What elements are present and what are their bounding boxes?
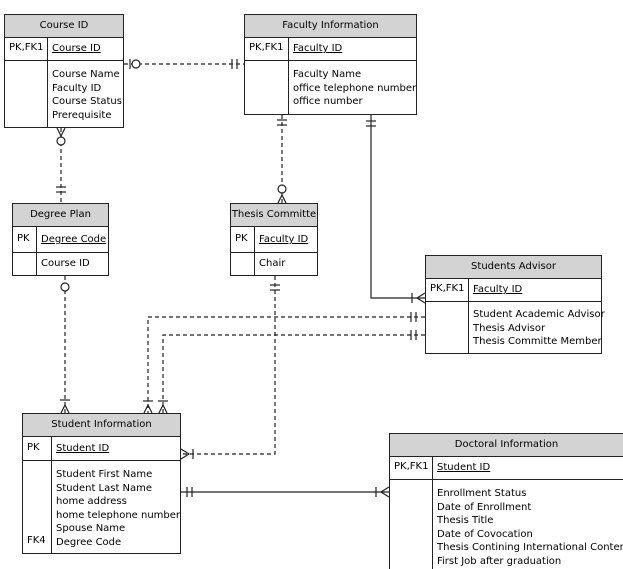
pk-row: PK Degree Code — [13, 227, 108, 253]
rel-advisor-student-2 — [162, 334, 425, 413]
entity-doctoral-information[interactable]: Doctoral Information PK,FK1 Student ID E… — [389, 433, 623, 569]
pk-row: PK,FK1 Student ID — [390, 457, 623, 480]
entity-title: Students Advisor — [426, 256, 601, 279]
attributes-row: Course Name Faculty ID Course Status Pre… — [5, 61, 123, 128]
entity-title: Thesis Committe — [231, 204, 317, 227]
pk-field: Student ID — [56, 443, 110, 454]
attribute: Prerequisite — [52, 109, 112, 121]
pk-field: Faculty ID — [473, 284, 523, 295]
key-label: PK,FK1 — [430, 283, 465, 294]
entity-title: Doctoral Information — [390, 434, 623, 457]
rel-thesis-student — [181, 276, 276, 455]
attribute: Student Academic Advisor — [473, 309, 605, 320]
attribute: home address — [56, 496, 127, 507]
pk-field: Student ID — [437, 462, 491, 473]
entity-faculty[interactable]: Faculty Information PK,FK1 Faculty ID Fa… — [244, 14, 417, 115]
attribute: Course Name — [52, 69, 120, 80]
attribute: home telephone number — [56, 509, 181, 521]
pk-field: Course ID — [52, 43, 101, 54]
attributes-row: Chair — [231, 253, 317, 276]
key-label: PK,FK1 — [394, 461, 429, 472]
pk-row: PK,FK1 Faculty ID — [245, 38, 416, 61]
attribute: Thesis Title — [437, 515, 494, 526]
pk-field: Faculty ID — [293, 43, 343, 54]
pk-row: PK,FK1 Course ID — [5, 38, 123, 61]
attribute: Chair — [259, 258, 286, 269]
attribute: Date of Covocation — [437, 528, 533, 540]
attributes-row: FK4 Student First Name Student Last Name… — [23, 461, 180, 554]
attributes-row: Faculty Name office telephone number off… — [245, 61, 416, 115]
attribute: Student Last Name — [56, 482, 153, 494]
attributes-row: Enrollment Status Date of Enrollment The… — [390, 480, 623, 569]
pk-field: Degree Code — [41, 234, 107, 245]
key-label: PK,FK1 — [249, 42, 284, 53]
rel-faculty-advisor — [370, 115, 425, 299]
attribute: Degree Code — [56, 536, 122, 548]
attribute: Thesis Committe Member — [473, 336, 602, 347]
attribute: First Job after graduation — [437, 555, 562, 567]
entity-title: Faculty Information — [245, 15, 416, 38]
pk-row: PK Faculty ID — [231, 227, 317, 253]
attribute: office telephone number — [293, 82, 417, 94]
entity-degree-plan[interactable]: Degree Plan PK Degree Code Course ID — [12, 203, 109, 276]
entity-thesis-committe[interactable]: Thesis Committe PK Faculty ID Chair — [230, 203, 318, 276]
key-label: PK — [27, 442, 40, 453]
attribute: Student First Name — [56, 469, 153, 480]
key-label: PK,FK1 — [9, 42, 44, 53]
pk-field: Faculty ID — [259, 234, 309, 245]
entity-student-information[interactable]: Student Information PK Student ID FK4 St… — [22, 413, 181, 554]
attribute: Faculty ID — [52, 82, 102, 94]
pk-row: PK,FK1 Faculty ID — [426, 279, 601, 302]
attribute: Spouse Name — [56, 523, 126, 534]
attributes-row: Course ID — [13, 253, 108, 276]
rel-course-faculty-circle — [131, 59, 141, 69]
attribute: office number — [293, 96, 363, 107]
attribute: Faculty Name — [293, 69, 362, 80]
entity-title: Course ID — [5, 15, 123, 38]
entity-title: Degree Plan — [13, 204, 108, 227]
attribute: Course ID — [41, 258, 90, 269]
attribute: Date of Enrollment — [437, 501, 532, 513]
fk-label: FK4 — [27, 535, 46, 546]
attribute: Enrollment Status — [437, 488, 527, 499]
attributes-row: Student Academic Advisor Thesis Advisor … — [426, 302, 605, 354]
key-label: PK — [235, 233, 248, 244]
attribute: Thesis Contining International Content — [437, 542, 623, 553]
entity-students-advisor[interactable]: Students Advisor PK,FK1 Faculty ID Stude… — [425, 255, 605, 354]
entity-title: Student Information — [23, 414, 180, 437]
attribute: Thesis Advisor — [473, 322, 546, 334]
pk-row: PK Student ID — [23, 437, 180, 461]
key-label: PK — [17, 233, 30, 244]
attribute: Course Status — [52, 96, 122, 107]
entity-course[interactable]: Course ID PK,FK1 Course ID Course Name F… — [4, 14, 124, 128]
rel-advisor-student-1 — [147, 316, 425, 413]
